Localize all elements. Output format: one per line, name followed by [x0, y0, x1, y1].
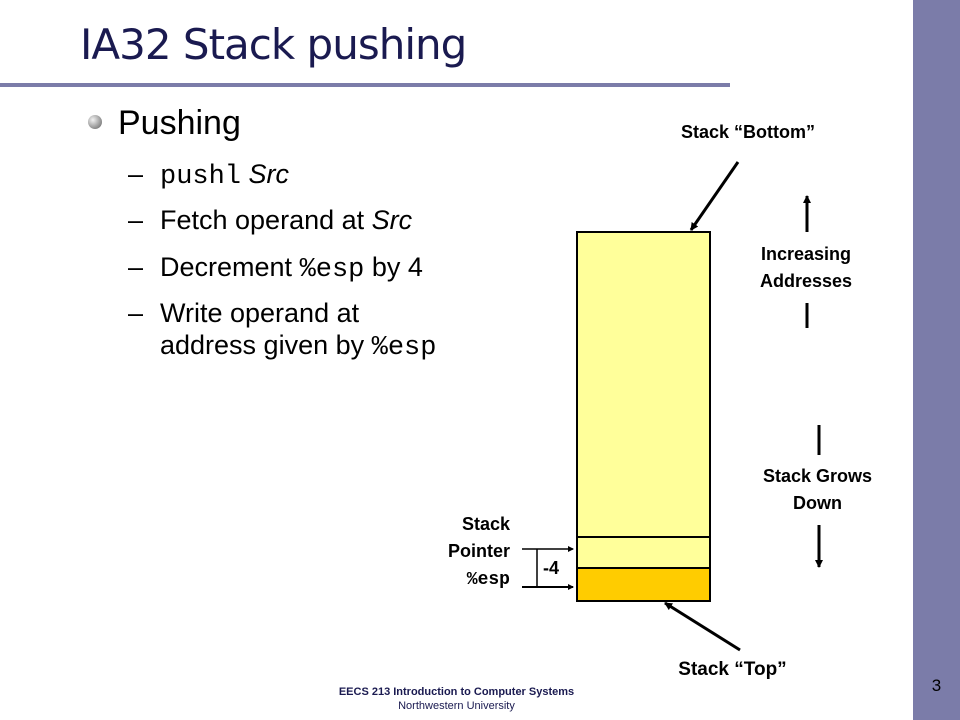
fetch-text: Fetch operand at — [160, 205, 372, 235]
sub-bullet-write: –Write operand at address given by %esp — [128, 297, 436, 364]
stack-bottom-arrow — [689, 161, 740, 231]
code-esp: %esp — [299, 255, 365, 285]
grows-line1: Stack Grows — [762, 466, 873, 486]
stack-top-cell — [576, 567, 711, 602]
grows-line2: Down — [793, 493, 842, 513]
increasing-line2: Addresses — [759, 271, 853, 291]
sub-bullet-fetch: –Fetch operand at Src — [128, 204, 412, 236]
dash: – — [128, 159, 144, 189]
write-line1: Write operand at — [160, 298, 360, 328]
src-operand: Src — [248, 159, 290, 189]
dash: – — [128, 205, 144, 235]
stack-body — [576, 231, 711, 536]
stack-bottom-label: Stack “Bottom” — [680, 122, 815, 142]
stack-top-arrow — [664, 601, 741, 652]
increasing-line1: Increasing — [760, 244, 852, 264]
increasing-addresses-label: Increasing Addresses — [726, 241, 886, 295]
dash: – — [128, 252, 144, 282]
decrement-amount: by 4 — [364, 252, 423, 282]
pointer-line1: Stack — [461, 514, 510, 534]
stack-pointer-label: Stack Pointer %esp — [400, 511, 510, 594]
decrement-text: Decrement — [160, 252, 300, 282]
offset-label: -4 — [542, 558, 559, 578]
bullet-heading: Pushing — [118, 104, 241, 142]
code-pushl: pushl — [160, 162, 242, 192]
pointer-register: %esp — [466, 570, 510, 590]
sub-bullet-decrement: –Decrement %esp by 4 — [128, 251, 423, 286]
code-esp: %esp — [371, 333, 437, 363]
stack-pushed-cell — [576, 536, 711, 568]
write-line2-text: address given by — [160, 330, 372, 360]
slide-title: IA32 Stack pushing — [80, 20, 467, 69]
title-divider — [0, 83, 730, 87]
write-line2: address given by %esp — [128, 329, 436, 364]
slide-sidebar — [913, 0, 960, 720]
sub-bullet-pushl: –pushl Src — [128, 158, 289, 193]
footer-course: EECS 213 Introduction to Computer System… — [338, 686, 575, 698]
stack-top-label: Stack “Top” — [678, 659, 787, 680]
footer-university: Northwestern University — [398, 700, 515, 712]
src-operand: Src — [371, 205, 413, 235]
bullet-icon — [88, 115, 102, 129]
dash: – — [128, 298, 144, 328]
slide-number: 3 — [931, 676, 942, 695]
stack-grows-down-label: Stack Grows Down — [725, 463, 910, 517]
pointer-line2: Pointer — [447, 541, 510, 561]
